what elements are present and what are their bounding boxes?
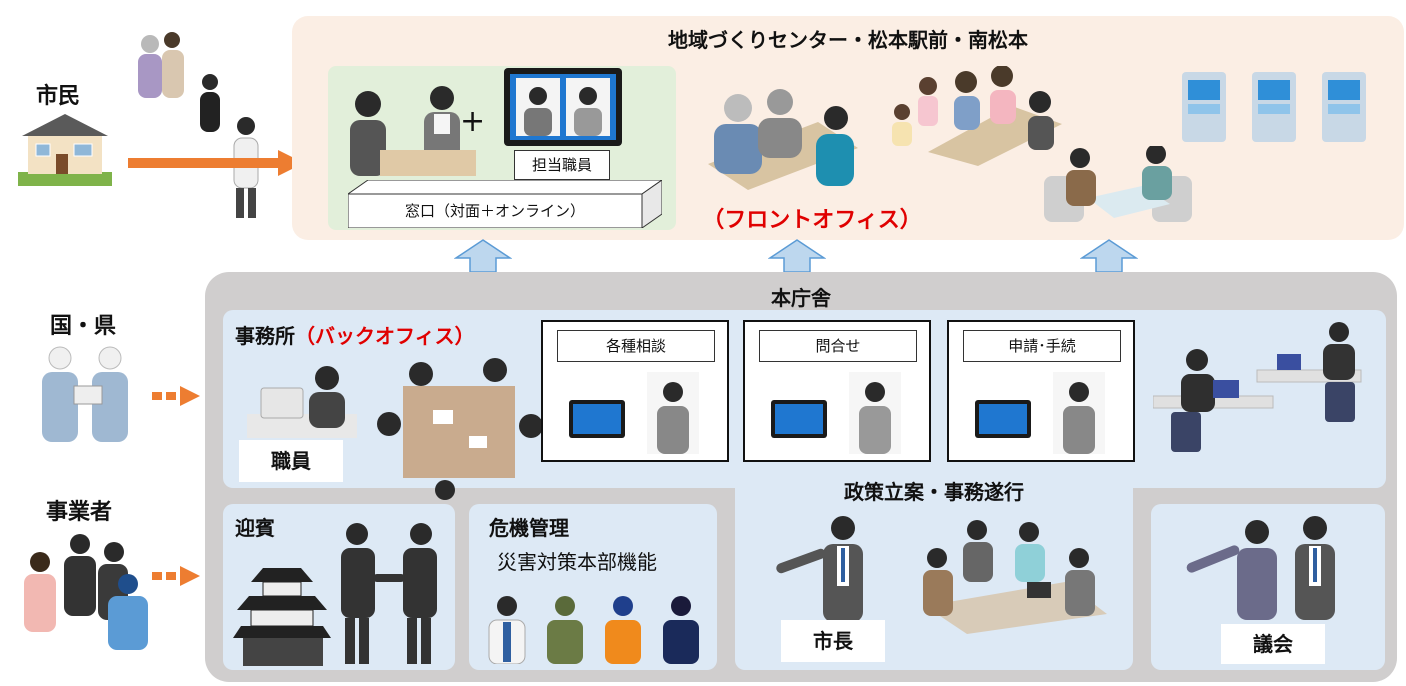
back-office-label: （バックオフィス） [295, 324, 475, 348]
citizens-label: 市民 [36, 84, 81, 109]
council-members-illustration [1175, 514, 1365, 620]
reception-panel: 迎賓 [223, 504, 455, 670]
emergency-personnel-illustration [479, 592, 709, 665]
crisis-subtitle: 災害対策本部機能 [497, 550, 657, 574]
monitor-staff-female [516, 78, 560, 136]
counter-desk: 窓口（対面＋オンライン） [348, 180, 662, 228]
tile-inquiry: 問合せ [743, 320, 931, 462]
citizens-walking-illustration [120, 30, 290, 226]
front-office-panel: 地域づくりセンター・松本駅前・南松本 + 担当職員 窓口（対面＋オンライン） [292, 16, 1404, 240]
laptop-icon [569, 400, 625, 438]
council-label: 議会 [1221, 624, 1325, 664]
castle-illustration [233, 558, 331, 666]
consultation-illustration [700, 78, 860, 190]
nation-prefecture-label: 国・県 [50, 314, 117, 339]
desk-workers-illustration [1152, 320, 1363, 480]
mayor-label: 市長 [781, 620, 885, 662]
tile-consultation-label: 各種相談 [557, 330, 715, 362]
mayor-illustration [763, 512, 883, 622]
front-office-label: （フロントオフィス） [702, 208, 922, 233]
monitor-staff-male [566, 78, 610, 136]
staff-label-box: 担当職員 [514, 150, 610, 180]
kiosk-terminals-illustration [1178, 72, 1378, 142]
up-arrow-right [1079, 238, 1139, 274]
counter-area: + 担当職員 窓口（対面＋オンライン） [328, 66, 676, 230]
back-office-panel: 事務所（バックオフィス） 職員 各種相談 問 [223, 310, 1386, 500]
laptop-icon [975, 400, 1031, 438]
policy-meeting-illustration [915, 518, 1109, 634]
tile-application-staff [1053, 372, 1105, 454]
tile-inquiry-staff [849, 372, 901, 454]
crisis-title: 危機管理 [489, 516, 569, 540]
staff-label: 職員 [239, 440, 343, 482]
policy-title: 政策立案・事務遂行 [844, 480, 1024, 504]
office-heading-text: 事務所 [235, 324, 295, 348]
meeting-table-illustration [373, 350, 543, 500]
up-arrow-left [453, 238, 513, 274]
family-table-illustration [882, 65, 1072, 166]
council-panel: 議会 [1151, 504, 1385, 670]
nation-officials-illustration [30, 342, 140, 442]
head-office-panel: 本庁舎 事務所（バックオフィス） 職員 各種相談 [205, 272, 1397, 682]
crisis-management-panel: 危機管理 災害対策本部機能 [469, 504, 717, 670]
business-dashed-arrow [152, 566, 202, 586]
business-operators-label: 事業者 [46, 500, 113, 525]
head-office-title: 本庁舎 [771, 286, 831, 310]
staff-at-desk-illustration [247, 358, 357, 438]
counter-staff-illustration [340, 80, 480, 176]
video-monitor [504, 68, 622, 146]
up-arrow-center [767, 238, 827, 274]
policy-panel: 政策立案・事務遂行 市長 [735, 468, 1133, 670]
plus-sign: + [460, 104, 486, 139]
handshake-illustration [327, 518, 451, 666]
counter-label: 窓口（対面＋オンライン） [404, 202, 585, 220]
front-office-title: 地域づくりセンター・松本駅前・南松本 [668, 28, 1028, 52]
lounge-consultation-illustration [1044, 144, 1194, 230]
tile-application: 申請･手続 [947, 320, 1135, 462]
laptop-icon [771, 400, 827, 438]
tile-inquiry-label: 問合せ [759, 330, 917, 362]
citizens-arrow [128, 150, 304, 176]
tile-consultation: 各種相談 [541, 320, 729, 462]
business-operators-illustration [16, 530, 156, 650]
tile-consultation-staff [647, 372, 699, 454]
office-heading: 事務所（バックオフィス） [235, 320, 475, 349]
tile-application-label: 申請･手続 [963, 330, 1121, 362]
house-illustration [18, 110, 112, 186]
nation-dashed-arrow [152, 386, 202, 406]
reception-title: 迎賓 [235, 516, 275, 540]
